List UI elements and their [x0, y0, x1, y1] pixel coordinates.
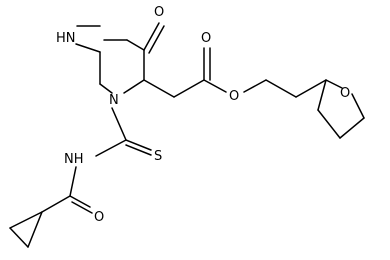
amide-oxygen-label: O — [94, 210, 104, 225]
ester-carbonyl-oxygen-label: O — [201, 31, 211, 46]
ketone-double-bond — [143, 22, 165, 54]
acetate-chain — [143, 47, 297, 98]
cyclopropanecarboxamide — [9, 166, 93, 248]
hn-ring-label: HN — [56, 31, 76, 46]
amide-nh-label: NH — [64, 152, 84, 167]
ketone-oxygen-label: O — [154, 5, 164, 20]
ring-nitrogen-label: N — [109, 93, 119, 108]
thf-ring — [295, 79, 365, 139]
thioamide-branch — [95, 107, 152, 157]
thione-sulfur-label: S — [154, 149, 162, 164]
thf-oxygen-label: O — [340, 86, 350, 101]
piperazinone-ring — [75, 25, 145, 94]
ester-oxygen-label: O — [229, 89, 239, 104]
